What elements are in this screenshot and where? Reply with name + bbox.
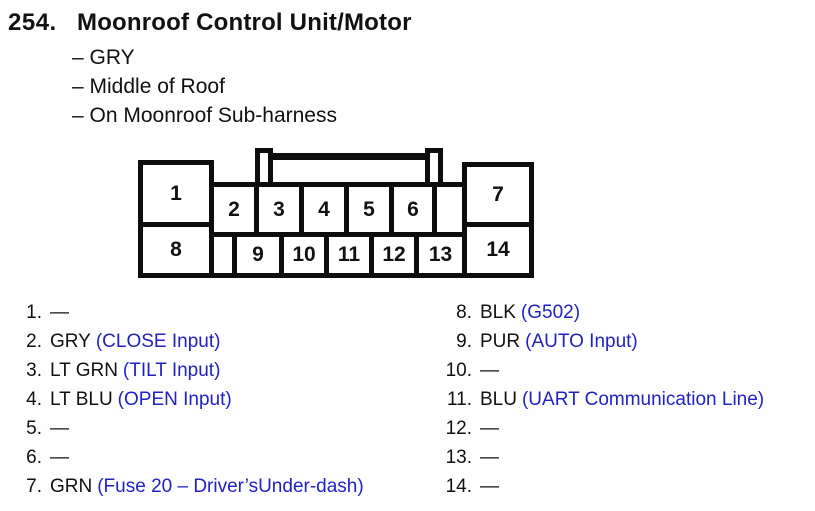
- pin-cell-label: 11: [337, 243, 361, 266]
- pin-row-3: 3. LT GRN(TILT Input): [12, 360, 364, 389]
- pin-row-11: 11. BLU(UART Communication Line): [442, 389, 764, 418]
- pin-cell-label: 3: [273, 197, 285, 221]
- pin-row-7: 7. GRN(Fuse 20 – Driver’sUnder-dash): [12, 476, 364, 505]
- pin-function: (OPEN Input): [117, 389, 232, 410]
- pin-row-1: 1. —: [12, 302, 364, 331]
- pin-number: 4.: [26, 389, 42, 410]
- connector-pin-4: 4: [299, 182, 349, 237]
- connector-pin-1: 1: [138, 160, 214, 227]
- pin-cell-label: 2: [228, 197, 240, 221]
- pin-function: (G502): [520, 302, 581, 323]
- page-title: Moonroof Control Unit/Motor: [77, 9, 412, 36]
- pin-wire-color: LT GRN: [50, 360, 118, 381]
- connector-pin-12: 12: [369, 232, 419, 278]
- pin-number: 3.: [26, 360, 42, 381]
- connector-pin-9: 9: [232, 232, 284, 278]
- pin-row-14: 14. —: [442, 476, 764, 505]
- pin-cell-label: 1: [170, 181, 182, 205]
- pin-cell-label: 12: [382, 243, 406, 266]
- pin-function: (CLOSE Input): [95, 331, 221, 352]
- pin-list-right: 8. BLK(G502) 9. PUR(AUTO Input) 10. — 11. BL…: [442, 302, 765, 505]
- pin-number: 13.: [445, 447, 472, 468]
- pin-wire-color: —: [50, 302, 69, 323]
- connector-pin-6: 6: [389, 182, 437, 237]
- pin-row-13: 13. —: [442, 447, 764, 476]
- pin-function: (Fuse 20 – Driver’sUnder-dash): [97, 476, 364, 497]
- pin-number: 10.: [445, 360, 472, 381]
- section-header: 254. Moonroof Control Unit/Motor: [8, 9, 412, 37]
- pin-cell-label: 5: [363, 197, 375, 221]
- pin-number: 2.: [26, 331, 42, 352]
- pin-wire-color: BLK: [480, 302, 516, 323]
- pin-wire-color: —: [480, 360, 499, 381]
- pin-cell-label: 6: [407, 197, 419, 221]
- pin-number: 1.: [26, 302, 42, 323]
- pin-number: 5.: [26, 418, 42, 439]
- pin-function: (AUTO Input): [525, 331, 638, 352]
- pin-wire-color: —: [480, 476, 499, 497]
- pin-number: 14.: [445, 476, 472, 497]
- pin-function: (TILT Input): [122, 360, 221, 381]
- pin-row-12: 12. —: [442, 418, 764, 447]
- pin-number: 7.: [26, 476, 42, 497]
- pin-cell-label: 10: [292, 243, 316, 266]
- pin-wire-color: GRN: [50, 476, 93, 497]
- pin-wire-color: —: [50, 418, 69, 439]
- pin-row-2: 2. GRY(CLOSE Input): [12, 331, 364, 360]
- pin-wire-color: PUR: [480, 331, 521, 352]
- pin-number: 8.: [456, 302, 472, 323]
- pin-number: 12.: [445, 418, 472, 439]
- pin-row-9: 9. PUR(AUTO Input): [442, 331, 764, 360]
- connector-pin-2: 2: [209, 182, 259, 237]
- connector-pin-7: 7: [462, 162, 534, 227]
- connector-pin-13: 13: [414, 232, 467, 278]
- connector-notes: – GRY – Middle of Roof – On Moonroof Sub…: [72, 43, 337, 130]
- connector-pin-3: 3: [254, 182, 304, 237]
- pin-number: 6.: [26, 447, 42, 468]
- pin-cell-label: 13: [428, 243, 453, 266]
- pin-function: (UART Communication Line): [521, 389, 765, 410]
- pin-number: 11.: [446, 389, 472, 410]
- pin-cell-label: 9: [252, 243, 264, 266]
- pin-wire-color: —: [50, 447, 69, 468]
- pin-row-6: 6. —: [12, 447, 364, 476]
- connector-pin-8: 8: [138, 222, 214, 278]
- pin-wire-color: BLU: [480, 389, 517, 410]
- pin-row-5: 5. —: [12, 418, 364, 447]
- pin-number: 9.: [456, 331, 472, 352]
- connector-bridge-bar: [260, 153, 440, 160]
- pin-cell-label: 7: [492, 182, 504, 206]
- connector-pin-10: 10: [279, 232, 329, 278]
- pin-wire-color: GRY: [50, 331, 91, 352]
- note-harness: – On Moonroof Sub-harness: [72, 104, 337, 127]
- pin-cell-label: 14: [486, 238, 510, 261]
- pin-cell-label: 4: [318, 197, 330, 221]
- note-location: – Middle of Roof: [72, 75, 225, 98]
- pin-wire-color: —: [480, 418, 499, 439]
- connector-pin-14: 14: [462, 222, 534, 278]
- connector-pin-11: 11: [324, 232, 374, 278]
- pin-row-4: 4. LT BLU(OPEN Input): [12, 389, 364, 418]
- connector-diagram: 1 8 2 3 4 5 6 9 10 11 12 13 7 14: [138, 146, 534, 278]
- pin-wire-color: LT BLU: [50, 389, 113, 410]
- pin-list-left: 1. — 2. GRY(CLOSE Input) 3. LT GRN(TILT Inp…: [12, 302, 364, 505]
- connector-pin-5: 5: [344, 182, 394, 237]
- pin-cell-label: 8: [170, 238, 182, 261]
- note-connector-color: – GRY: [72, 46, 135, 69]
- pin-row-10: 10. —: [442, 360, 764, 389]
- section-number: 254.: [8, 9, 57, 36]
- pin-wire-color: —: [480, 447, 499, 468]
- pin-row-8: 8. BLK(G502): [442, 302, 764, 331]
